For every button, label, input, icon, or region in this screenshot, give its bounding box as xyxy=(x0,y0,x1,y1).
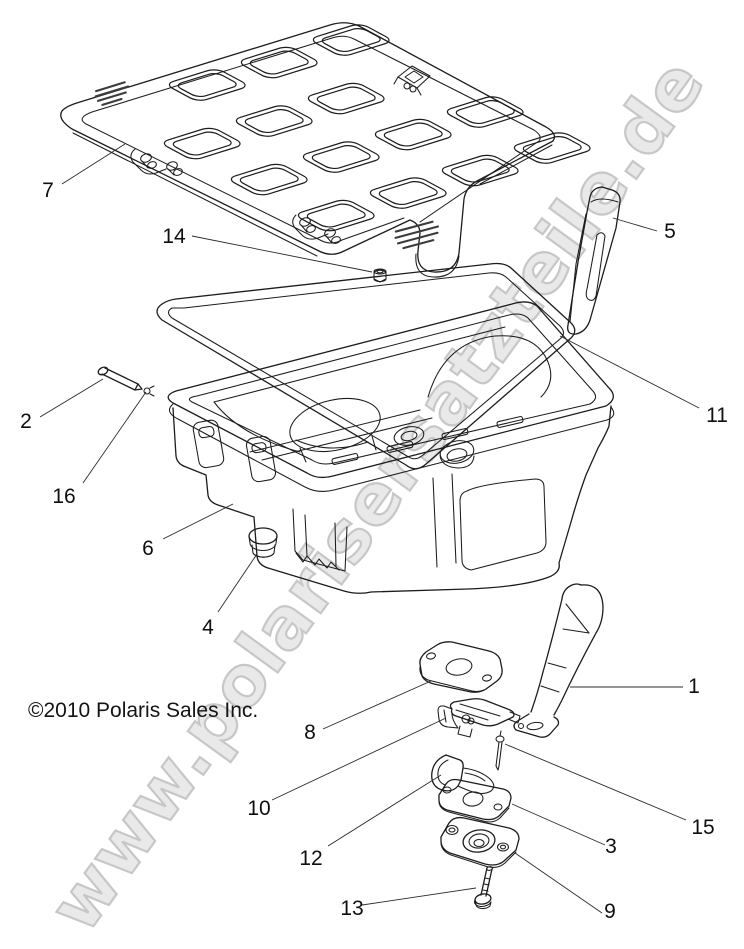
part-hinge-strap xyxy=(567,186,621,335)
callout-number-15: 15 xyxy=(691,816,715,839)
leader-line-15 xyxy=(504,743,687,821)
leader-line-2 xyxy=(39,378,104,418)
leader-line-10 xyxy=(271,717,447,801)
leader-line-7 xyxy=(61,143,126,185)
callout-number-8: 8 xyxy=(304,721,316,744)
callout-number-16: 16 xyxy=(52,485,76,508)
callout-number-4: 4 xyxy=(202,616,214,639)
leader-line-14 xyxy=(191,235,373,273)
leader-line-5 xyxy=(612,217,658,232)
part-storage-box xyxy=(167,301,615,594)
callout-number-10: 10 xyxy=(247,797,271,820)
part-latch-mechanism xyxy=(437,698,521,738)
part-rubber-plug xyxy=(248,527,278,558)
callout-number-3: 3 xyxy=(605,835,617,858)
part-retaining-clip xyxy=(143,385,155,397)
leader-line-9 xyxy=(514,852,603,914)
leader-line-13 xyxy=(361,887,477,906)
leader-line-16 xyxy=(82,391,147,484)
part-gasket-plate xyxy=(438,778,512,823)
leader-line-4 xyxy=(217,553,258,613)
callout-number-13: 13 xyxy=(340,897,364,920)
copyright-text: ©2010 Polaris Sales Inc. xyxy=(28,699,259,722)
part-seat-panel xyxy=(60,23,595,278)
panel-slots xyxy=(93,23,595,233)
leader-line-11 xyxy=(559,335,700,409)
leader-line-3 xyxy=(511,803,606,846)
callout-leader-lines xyxy=(39,143,700,914)
part-screw xyxy=(473,866,493,910)
callout-number-9: 9 xyxy=(604,900,616,923)
part-latch-base xyxy=(440,816,520,868)
leader-line-12 xyxy=(327,774,442,847)
leader-line-6 xyxy=(162,503,234,540)
molded-text-marks-left xyxy=(94,81,130,106)
callout-number-5: 5 xyxy=(664,220,676,243)
leader-line-8 xyxy=(322,680,432,730)
part-cotter-pin xyxy=(495,730,505,771)
panel-hinge-tabs xyxy=(130,148,341,244)
callout-number-2: 2 xyxy=(20,410,32,433)
part-flange-nut xyxy=(373,268,387,283)
molded-text-marks-right xyxy=(394,220,440,250)
callout-number-11: 11 xyxy=(706,404,728,427)
callout-number-6: 6 xyxy=(142,537,154,560)
part-latch-cover xyxy=(419,641,503,693)
part-hinge-pin xyxy=(97,366,143,391)
part-pull-strap xyxy=(513,583,604,738)
callout-number-7: 7 xyxy=(42,179,54,202)
callout-number-1: 1 xyxy=(688,675,700,698)
callout-number-14: 14 xyxy=(162,225,186,248)
part-d-ring xyxy=(431,754,495,795)
panel-latch-striker xyxy=(393,65,431,96)
callout-number-12: 12 xyxy=(299,847,323,870)
